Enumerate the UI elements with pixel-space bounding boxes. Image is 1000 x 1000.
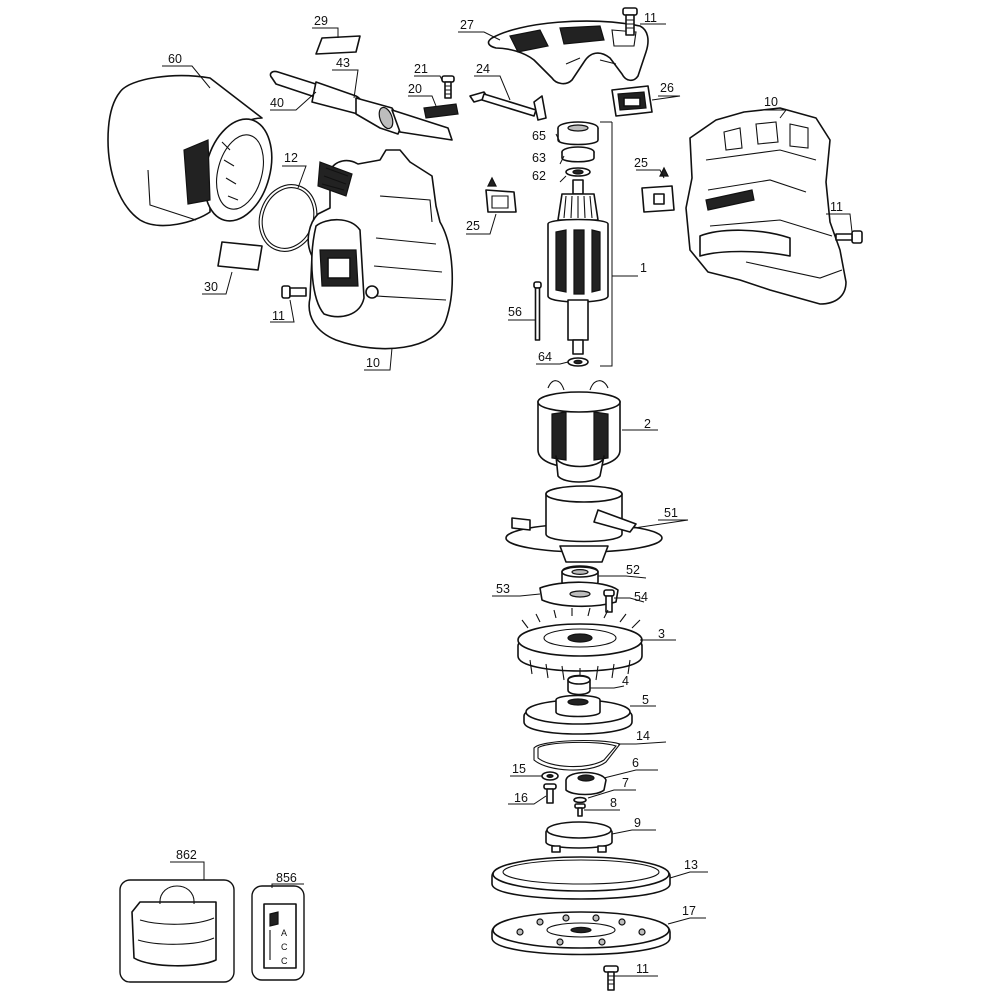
accessory-label-letters: A C C [281, 928, 288, 966]
part-10-housing-left[interactable] [307, 149, 453, 350]
leader-lines [162, 23, 853, 977]
part-27-top-cover[interactable] [487, 20, 649, 85]
part-7-washer[interactable] [573, 796, 587, 804]
part-14-seal[interactable] [533, 739, 621, 771]
callout-10-right: 10 [764, 95, 778, 109]
callout-8: 8 [610, 796, 617, 810]
part-2-field[interactable] [537, 380, 621, 483]
part-25-brush-holder-right[interactable] [641, 166, 675, 213]
part-4-bushing[interactable] [567, 674, 591, 696]
part-26-switch[interactable] [611, 85, 653, 117]
callout-25-right: 25 [634, 156, 648, 170]
callout-24: 24 [476, 62, 490, 76]
part-11-screw-right[interactable] [835, 230, 863, 244]
part-24-switch-rod[interactable] [469, 91, 547, 121]
part-5-bearing-housing[interactable] [523, 694, 633, 735]
callout-63: 63 [532, 151, 546, 165]
callout-3: 3 [658, 627, 665, 641]
callout-862: 862 [176, 848, 197, 862]
callout-27: 27 [460, 18, 474, 32]
callout-11-right: 11 [830, 200, 843, 214]
callout-5: 5 [642, 693, 649, 707]
part-30-label[interactable] [217, 241, 263, 271]
callout-43: 43 [336, 56, 350, 70]
accessory-letter-2: C [281, 942, 288, 952]
part-16-screw[interactable] [543, 783, 557, 804]
callout-52: 52 [626, 563, 640, 577]
part-9-bearing-clip[interactable] [545, 821, 613, 853]
part-3-fan[interactable] [517, 607, 643, 682]
part-53-plate[interactable] [539, 581, 619, 608]
part-63-washer[interactable] [561, 146, 595, 163]
callout-11-left: 11 [272, 309, 285, 323]
part-10-housing-right[interactable] [685, 107, 847, 305]
callout-16: 16 [514, 791, 528, 805]
part-862-kit-bag[interactable] [119, 879, 235, 983]
callout-labels: 60 29 43 40 21 20 24 27 11 12 30 11 10 6… [168, 11, 843, 976]
part-11-screw-bottom[interactable] [603, 965, 619, 991]
part-20-clip[interactable] [423, 103, 459, 119]
callout-54: 54 [634, 590, 648, 604]
part-54-screw[interactable] [603, 589, 615, 613]
part-65-bearing[interactable] [557, 121, 599, 146]
callout-51: 51 [664, 506, 678, 520]
callout-15: 15 [512, 762, 526, 776]
callout-20: 20 [408, 82, 422, 96]
callout-13: 13 [684, 858, 698, 872]
callout-10-left: 10 [366, 356, 380, 370]
callout-29: 29 [314, 14, 328, 28]
callout-856: 856 [276, 871, 297, 885]
callout-1: 1 [640, 261, 647, 275]
part-51-fan-baffle[interactable] [505, 485, 663, 563]
part-25-brush-holder-left[interactable] [485, 176, 517, 213]
part-8-pin[interactable] [574, 803, 586, 817]
callout-6: 6 [632, 756, 639, 770]
callout-64: 64 [538, 350, 552, 364]
callout-2: 2 [644, 417, 651, 431]
callout-26: 26 [660, 81, 674, 95]
part-64-bearing[interactable] [567, 357, 589, 367]
part-11-screw-left[interactable] [281, 285, 307, 299]
callout-30: 30 [204, 280, 218, 294]
part-13-pad-ring[interactable] [491, 856, 671, 900]
accessory-letter-1: A [281, 928, 287, 938]
callout-17: 17 [682, 904, 696, 918]
callout-62: 62 [532, 169, 546, 183]
part-40-43-dust-tube[interactable] [269, 70, 453, 141]
callout-53: 53 [496, 582, 510, 596]
callout-14: 14 [636, 729, 650, 743]
part-11-screw-top[interactable] [622, 7, 638, 36]
part-29-label[interactable] [315, 35, 361, 55]
part-62-washer[interactable] [565, 167, 591, 177]
part-21-screw[interactable] [441, 75, 455, 99]
callout-9: 9 [634, 816, 641, 830]
callout-25-left: 25 [466, 219, 480, 233]
callout-21: 21 [414, 62, 428, 76]
part-6-counterweight[interactable] [565, 771, 607, 796]
callout-4: 4 [622, 674, 629, 688]
callout-65: 65 [532, 129, 546, 143]
part-56-pin[interactable] [533, 281, 542, 341]
part-15-nut[interactable] [541, 771, 559, 781]
part-1-armature[interactable] [547, 179, 609, 355]
callout-7: 7 [622, 776, 629, 790]
callout-12: 12 [284, 151, 298, 165]
callout-11-bottom: 11 [636, 962, 649, 976]
part-17-sanding-pad[interactable] [491, 911, 671, 956]
part-60-dust-canister[interactable] [107, 74, 282, 229]
callout-11-top: 11 [644, 11, 657, 25]
callout-40: 40 [270, 96, 284, 110]
callout-60: 60 [168, 52, 182, 66]
callout-56: 56 [508, 305, 522, 319]
accessory-letter-3: C [281, 956, 288, 966]
part-856-label[interactable] [251, 885, 305, 981]
